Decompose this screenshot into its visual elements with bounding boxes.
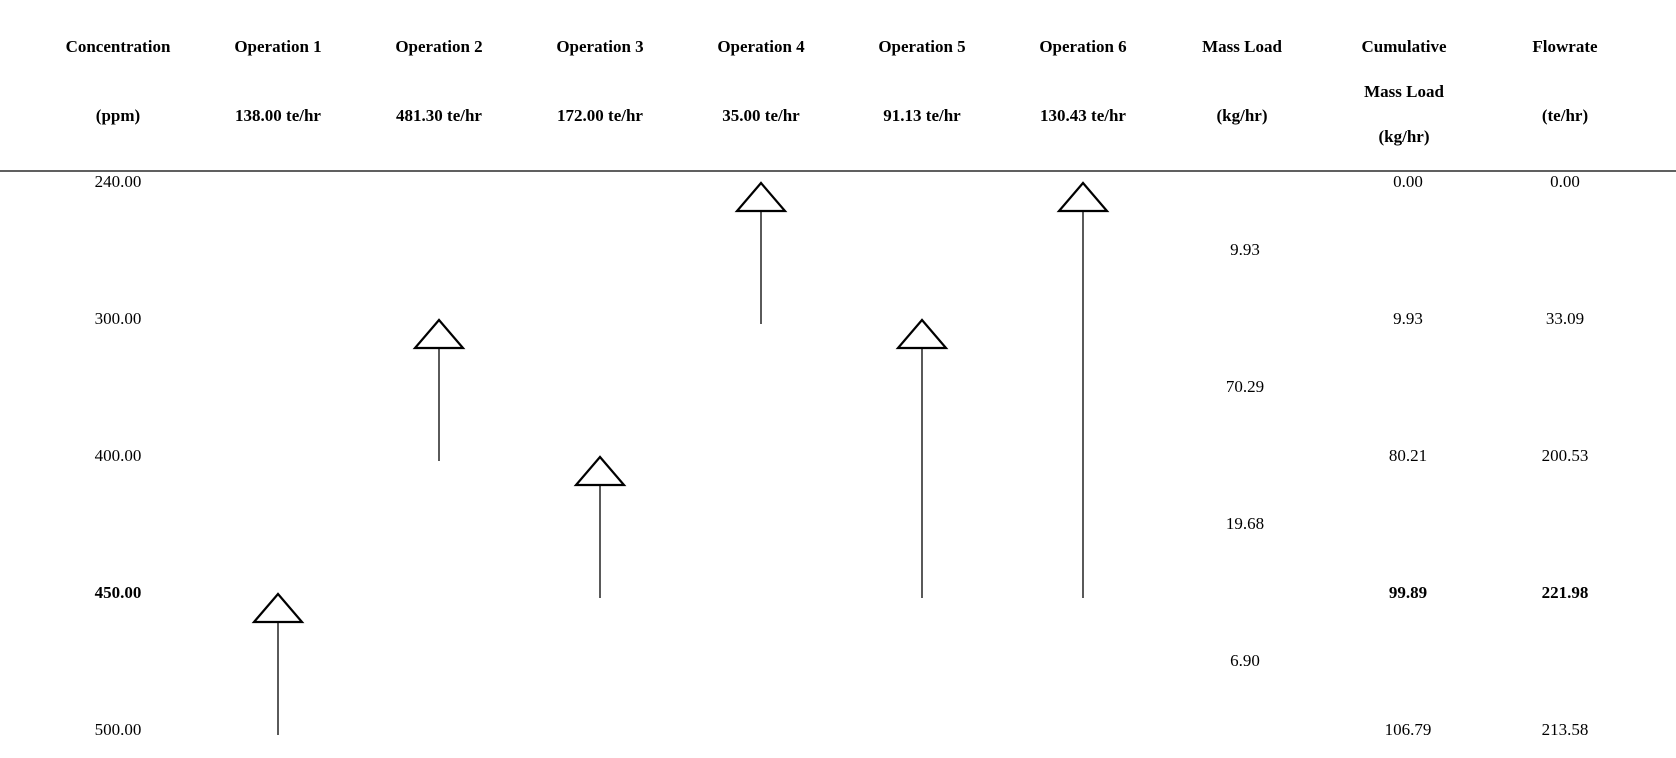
flowrate-value: 213.58 — [1542, 720, 1589, 739]
mass-load-interval-2: 70.29 — [1226, 377, 1264, 396]
concentration-value: 400.00 — [95, 446, 142, 465]
header-mass-load-unit: (kg/hr) — [1217, 106, 1268, 125]
arrow-head — [573, 455, 627, 487]
concentration-value: 500.00 — [95, 720, 142, 739]
level-row-1: 240.00 0.00 0.00 — [95, 172, 1580, 191]
cumulative-mass-load-value: 80.21 — [1389, 446, 1427, 465]
arrow-operation-4 — [734, 181, 788, 324]
table-header: Concentration (ppm) Operation 1 138.00 t… — [66, 37, 1598, 146]
mass-load-interval-3: 19.68 — [1226, 514, 1264, 533]
arrow-operation-3 — [573, 455, 627, 598]
header-cumulative-mass-load: Mass Load — [1364, 82, 1444, 101]
flowrate-value: 221.98 — [1542, 583, 1589, 602]
arrow-operation-2 — [412, 318, 466, 461]
flowrate-value: 0.00 — [1550, 172, 1580, 191]
header-operation-1: Operation 1 — [234, 37, 321, 56]
header-operation-4-flow: 35.00 te/hr — [722, 106, 800, 125]
concentration-value: 450.00 — [95, 583, 142, 602]
concentration-value: 300.00 — [95, 309, 142, 328]
cumulative-mass-load-value: 106.79 — [1385, 720, 1432, 739]
cumulative-mass-load-value: 0.00 — [1393, 172, 1423, 191]
header-concentration: Concentration — [66, 37, 171, 56]
operation-arrows — [251, 181, 1110, 735]
header-operation-3-flow: 172.00 te/hr — [557, 106, 643, 125]
arrow-head — [1056, 181, 1110, 213]
level-row-2: 300.00 9.93 33.09 — [95, 309, 1585, 328]
cumulative-mass-load-value: 99.89 — [1389, 583, 1427, 602]
arrow-head — [734, 181, 788, 213]
cumulative-mass-load-value: 9.93 — [1393, 309, 1423, 328]
header-operation-2-flow: 481.30 te/hr — [396, 106, 482, 125]
arrow-operation-5 — [895, 318, 949, 598]
arrow-operation-6 — [1056, 181, 1110, 598]
arrow-head — [412, 318, 466, 350]
flowrate-value: 33.09 — [1546, 309, 1584, 328]
level-row-3: 400.00 80.21 200.53 — [95, 446, 1589, 465]
mass-load-interval-4: 6.90 — [1230, 651, 1260, 670]
header-operation-5: Operation 5 — [878, 37, 965, 56]
header-operation-1-flow: 138.00 te/hr — [235, 106, 321, 125]
header-operation-6-flow: 130.43 te/hr — [1040, 106, 1126, 125]
flowrate-value: 200.53 — [1542, 446, 1589, 465]
level-row-5: 500.00 106.79 213.58 — [95, 720, 1589, 739]
arrow-head — [251, 592, 305, 624]
header-flowrate: Flowrate — [1532, 37, 1598, 56]
header-operation-5-flow: 91.13 te/hr — [883, 106, 961, 125]
header-operation-2: Operation 2 — [395, 37, 482, 56]
concentration-value: 240.00 — [95, 172, 142, 191]
arrow-operation-1 — [251, 592, 305, 735]
header-mass-load: Mass Load — [1202, 37, 1282, 56]
level-row-4: 450.00 99.89 221.98 — [95, 583, 1589, 602]
header-operation-6: Operation 6 — [1039, 37, 1126, 56]
header-cumulative: Cumulative — [1362, 37, 1447, 56]
header-cumulative-unit: (kg/hr) — [1379, 127, 1430, 146]
mass-load-interval-1: 9.93 — [1230, 240, 1260, 259]
header-operation-4: Operation 4 — [717, 37, 805, 56]
arrow-head — [895, 318, 949, 350]
header-flowrate-unit: (te/hr) — [1542, 106, 1588, 125]
header-concentration-unit: (ppm) — [96, 106, 140, 125]
header-operation-3: Operation 3 — [556, 37, 643, 56]
